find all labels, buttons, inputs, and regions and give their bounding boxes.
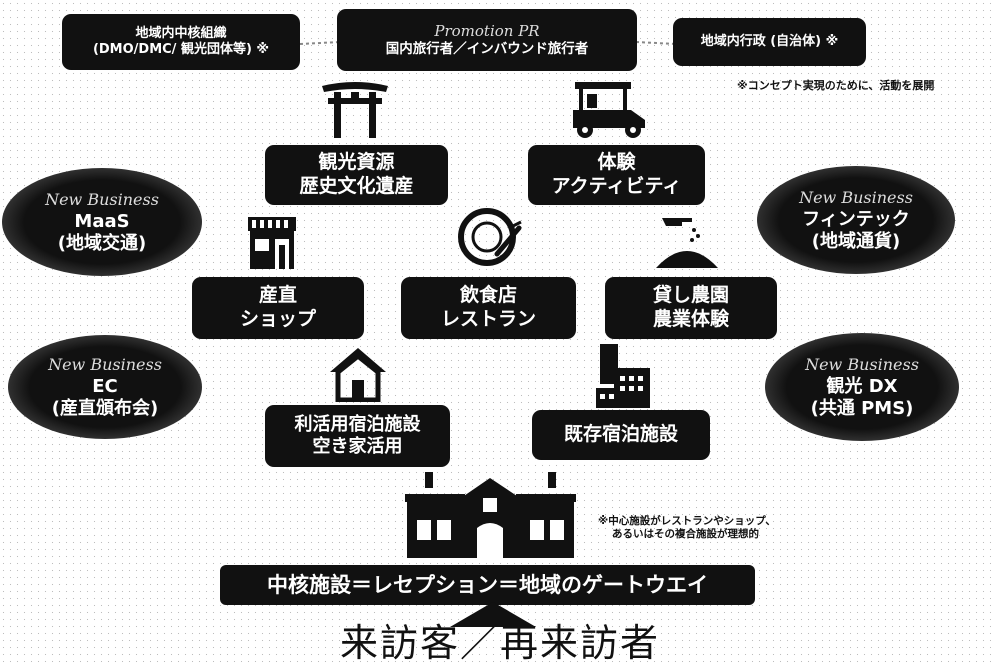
regional-core-org-line1: 地域内中核組織 (135, 25, 227, 41)
concept-note: ※コンセプト実現のために、活動を展開 (737, 79, 935, 92)
visitors-label: 来訪客／再来訪者 (340, 621, 661, 665)
tourism-resources-line2: 歴史文化遺産 (299, 175, 414, 197)
maas-title: MaaS (74, 210, 130, 232)
restaurant-box: 飲食店 レストラン (401, 277, 576, 339)
promotion-box: Promotion PR 国内旅行者／インバウンド旅行者 (337, 9, 637, 71)
up-arrow-icon (450, 602, 536, 627)
vacant-house-box: 利活用宿泊施設 空き家活用 (265, 405, 450, 467)
regional-core-org-box: 地域内中核組織 (DMO/DMC/ 観光団体等) ※ (62, 14, 300, 70)
new-business-label: New Business (805, 354, 919, 374)
plate-fork-icon (458, 208, 522, 266)
gateway-bar: 中核施設＝レセプション＝地域のゲートウエイ (220, 565, 755, 605)
core-facility-note: ※中心施設がレストランやショップ、 あるいはその複合施設が理想的 (598, 515, 776, 541)
promotion-subtitle: 国内旅行者／インバウンド旅行者 (385, 40, 589, 57)
restaurant-line1: 飲食店 (459, 284, 517, 307)
direct-shop-line1: 産直 (258, 284, 297, 307)
new-business-ec: New Business EC (産直頒布会) (8, 335, 202, 439)
experience-line1: 体験 (597, 151, 636, 174)
experience-box: 体験 アクティビティ (528, 145, 705, 205)
torii-gate-icon (322, 82, 388, 138)
dx-title: 観光 DX (826, 375, 898, 397)
fintech-subtitle: (地域通貨) (811, 230, 901, 252)
local-government-label: 地域内行政 (自治体) ※ (700, 33, 839, 49)
core-facility-note-line2: あるいはその複合施設が理想的 (612, 528, 759, 541)
farm-box: 貸し農園 農業体験 (605, 277, 777, 339)
existing-accommodation-box: 既存宿泊施設 (532, 410, 710, 460)
farm-line2: 農業体験 (652, 308, 729, 330)
ec-subtitle: (産直頒布会) (51, 397, 159, 419)
tourism-resources-box: 観光資源 歴史文化遺産 (265, 145, 448, 205)
core-facility-icon (405, 472, 576, 558)
new-business-maas: New Business MaaS (地域交通) (2, 168, 202, 276)
buildings-icon (596, 344, 650, 408)
vacant-house-line1: 利活用宿泊施設 (294, 413, 421, 435)
core-facility-note-line1: ※中心施設がレストランやショップ、 (598, 515, 776, 527)
promotion-title: Promotion PR (434, 22, 540, 41)
maas-subtitle: (地域交通) (57, 232, 147, 254)
new-business-dx: New Business 観光 DX (共通 PMS) (765, 333, 959, 441)
dx-subtitle: (共通 PMS) (810, 397, 914, 419)
tourism-resources-line1: 観光資源 (318, 151, 395, 174)
new-business-label: New Business (48, 354, 162, 374)
ec-title: EC (92, 375, 118, 397)
farm-line1: 貸し農園 (652, 284, 729, 307)
direct-shop-line2: ショップ (239, 308, 316, 330)
fintech-title: フィンテック (802, 208, 910, 230)
new-business-label: New Business (799, 187, 913, 207)
tuk-tuk-icon (573, 82, 645, 138)
new-business-fintech: New Business フィンテック (地域通貨) (757, 166, 955, 274)
shop-icon (248, 217, 296, 269)
gateway-label: 中核施設＝レセプション＝地域のゲートウエイ (267, 572, 708, 597)
vacant-house-line2: 空き家活用 (312, 436, 403, 457)
soil-seeding-icon (656, 218, 718, 268)
local-government-box: 地域内行政 (自治体) ※ (673, 18, 866, 66)
direct-shop-box: 産直 ショップ (192, 277, 364, 339)
regional-core-org-line2: (DMO/DMC/ 観光団体等) ※ (92, 42, 270, 57)
new-business-label: New Business (45, 189, 159, 209)
experience-line2: アクティビティ (551, 175, 682, 197)
restaurant-line2: レストラン (440, 308, 536, 330)
house-icon (330, 348, 386, 402)
existing-accommodation-label: 既存宿泊施設 (563, 423, 678, 446)
